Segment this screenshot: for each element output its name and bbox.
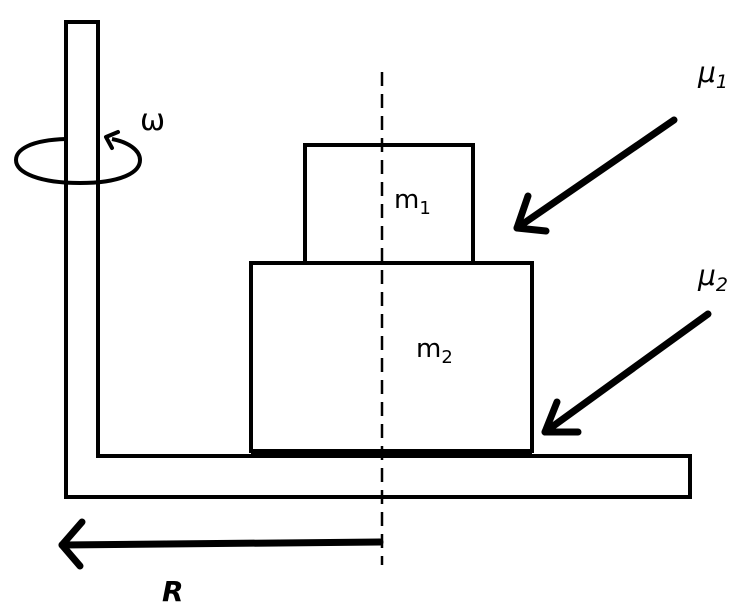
rotation-arrow-head <box>104 130 120 150</box>
radius-label: R <box>162 575 184 608</box>
mu1-subscript: 1 <box>716 71 728 93</box>
rotation-ellipse-left <box>13 137 143 186</box>
omega-label: ω <box>140 103 165 138</box>
block-m1-label: m1 <box>394 185 431 219</box>
block-m1-subscript: 1 <box>419 198 430 219</box>
mu1-label: μ1 <box>697 56 728 93</box>
block-m2 <box>249 261 534 453</box>
block-m2-subscript: 2 <box>441 347 452 368</box>
mu1-arrow-head <box>513 192 550 235</box>
block-m2-label: m2 <box>416 334 453 368</box>
block-m1 <box>303 143 475 265</box>
l-frame <box>64 20 692 499</box>
radius-arrow-shaft <box>58 538 384 549</box>
mu2-label: μ2 <box>697 259 728 296</box>
mu2-arrow-head <box>541 398 582 436</box>
mu2-subscript: 2 <box>716 274 728 296</box>
mu1-arrow-shaft <box>513 116 678 232</box>
radius-arrow-head <box>58 518 86 570</box>
mu2-arrow-shaft <box>541 310 712 436</box>
